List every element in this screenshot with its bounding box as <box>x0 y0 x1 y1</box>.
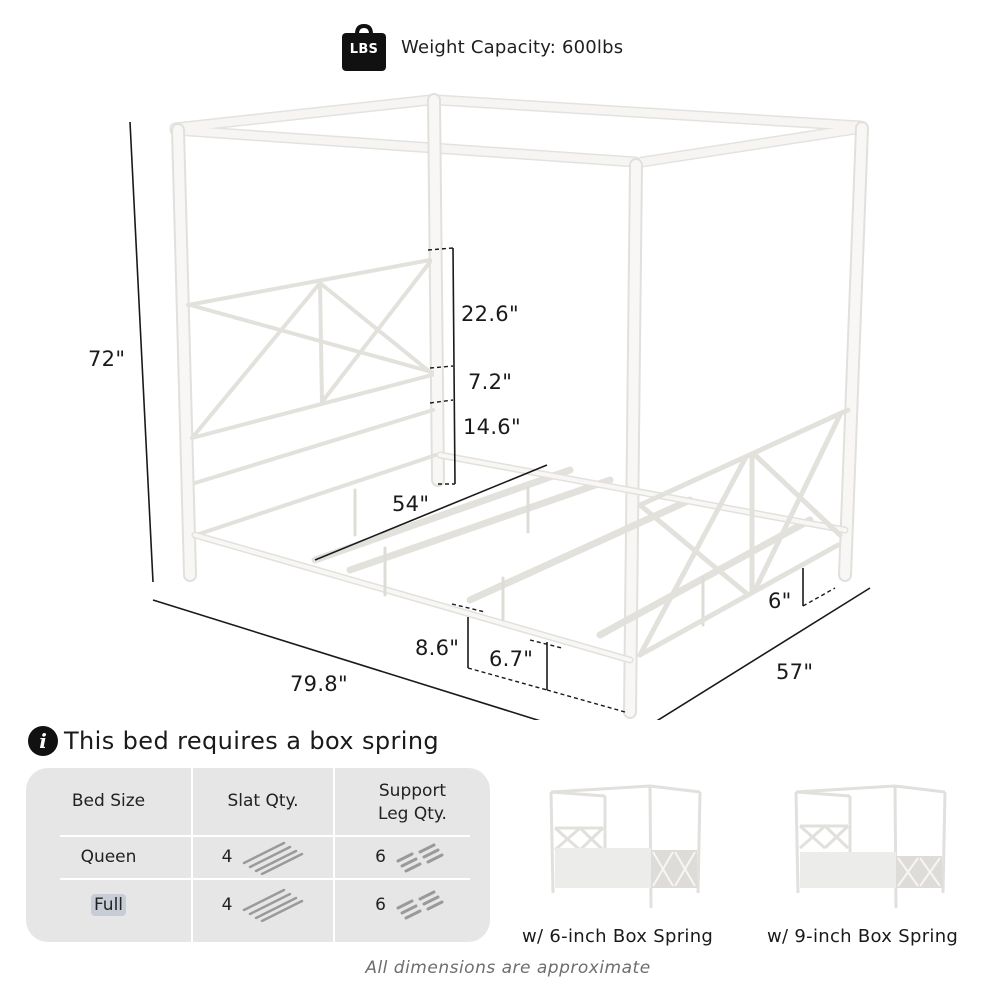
headboard-lower-height-label: 14.6" <box>463 415 521 439</box>
bed-6-inch-box-spring-image <box>549 784 702 909</box>
header-support-line2: Leg Qty. <box>378 803 447 824</box>
header-support-line1: Support <box>378 780 447 801</box>
bed-frame-diagram <box>129 93 871 720</box>
caption-6-inch: w/ 6-inch Box Spring <box>522 926 714 947</box>
leg-count: 6 <box>375 847 386 868</box>
weight-capacity-text: Weight Capacity: 600lbs <box>401 36 624 58</box>
row-divider <box>60 835 470 837</box>
row-full-slats: 4 <box>193 880 333 930</box>
row-divider <box>60 878 470 880</box>
caption-9-inch: w/ 9-inch Box Spring <box>767 926 959 947</box>
lbs-label: LBS <box>349 42 379 57</box>
bed-9-inch-box-spring-image <box>794 784 947 909</box>
column-divider <box>191 768 193 942</box>
leg-count: 6 <box>375 894 386 915</box>
column-divider <box>333 768 335 942</box>
slat-count: 4 <box>221 894 233 915</box>
overall-height-label: 72" <box>88 347 126 371</box>
row-queen-legs: 6 <box>335 837 490 878</box>
headboard-panel-height-label: 22.6" <box>461 302 519 326</box>
row-full-size: Full <box>26 880 191 930</box>
support-legs-icon <box>396 890 444 920</box>
footboard-clearance-label: 6" <box>768 589 792 613</box>
weight-capacity-header: LBS Weight Capacity: 600lbs <box>339 22 623 72</box>
header-support-leg-qty: Support Leg Qty. <box>335 770 490 835</box>
notice-text: This bed requires a box spring <box>64 727 440 755</box>
full-size-highlight: Full <box>90 893 127 917</box>
header-slat-qty: Slat Qty. <box>227 791 299 812</box>
slat-leg-quantity-table: Bed Size Slat Qty. Support Leg Qty. Quee… <box>26 768 490 942</box>
headboard-gap-label: 7.2" <box>468 370 513 394</box>
info-icon: i <box>28 726 58 756</box>
slat-count: 4 <box>221 847 233 868</box>
support-legs-icon <box>396 843 444 872</box>
header-bed-size: Bed Size <box>71 791 146 812</box>
under-bed-clearance-label: 6.7" <box>489 647 534 671</box>
inner-width-label: 54" <box>392 492 430 516</box>
row-queen-size: Queen <box>80 847 137 868</box>
slats-icon <box>243 841 304 875</box>
overall-length-label: 79.8" <box>290 672 348 696</box>
overall-width-label: 57" <box>776 660 814 684</box>
row-full-legs: 6 <box>335 880 490 930</box>
box-spring-notice: i This bed requires a box spring <box>28 726 439 756</box>
dimensions-disclaimer: All dimensions are approximate <box>365 958 651 978</box>
weight-bag-icon: LBS <box>339 22 389 72</box>
side-rail-height-label: 8.6" <box>415 636 460 660</box>
row-queen-slats: 4 <box>193 837 333 878</box>
slats-icon <box>243 888 304 922</box>
